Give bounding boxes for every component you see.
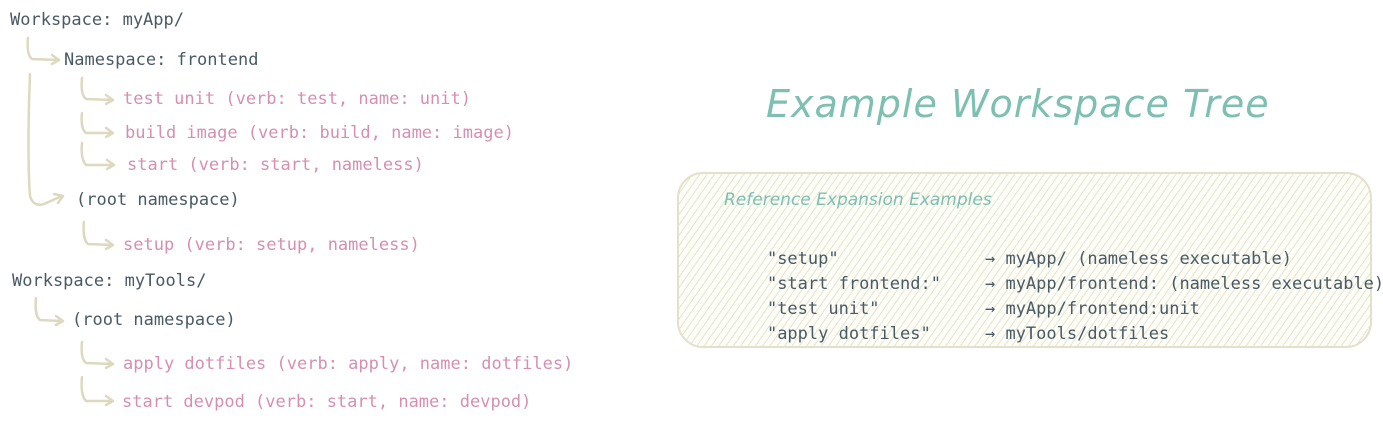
reference-expansion: myApp/frontend:unit — [1005, 299, 1200, 319]
reference-row: "test unit" → myApp/frontend:unit — [726, 279, 1200, 339]
executable-start-devpod: start devpod (verb: start, name: devpod) — [122, 392, 532, 412]
connector-arrow-icon — [80, 340, 115, 370]
workspace-mytools: Workspace: myTools/ — [12, 271, 207, 291]
arrow-icon: → — [984, 249, 996, 269]
connector-arrow-icon — [34, 296, 65, 327]
tree-connectors — [26, 36, 116, 407]
executable-start: start (verb: start, nameless) — [127, 155, 424, 175]
diagram-title: Example Workspace Tree — [766, 82, 1270, 126]
reference-expansion: myApp/ (nameless executable) — [1005, 249, 1293, 269]
reference-string: "test unit" — [766, 299, 880, 319]
connector-arrow-icon — [80, 111, 115, 139]
connector-arrow-icon — [26, 36, 61, 66]
reference-expansion: myTools/dotfiles — [1005, 324, 1170, 344]
namespace-root-myapp: (root namespace) — [76, 190, 240, 210]
reference-row: "setup" → myApp/ (nameless executable) — [726, 229, 1292, 289]
connector-arrow-icon — [82, 220, 115, 251]
reference-expansion-box: Reference Expansion Examples "setup" → my… — [677, 172, 1383, 348]
reference-row: "start frontend:" → myApp/frontend: (name… — [726, 254, 1383, 314]
reference-expansion: myApp/frontend: (nameless executable) — [1005, 274, 1383, 294]
executable-setup: setup (verb: setup, nameless) — [123, 235, 420, 255]
reference-string: "apply dotfiles" — [766, 324, 931, 344]
arrow-icon: → — [984, 274, 996, 294]
connector-arrow-icon — [80, 375, 115, 407]
namespace-frontend: Namespace: frontend — [64, 50, 259, 70]
executable-test-unit: test unit (verb: test, name: unit) — [123, 89, 471, 109]
executable-build-image: build image (verb: build, name: image) — [125, 123, 514, 143]
namespace-root-mytools: (root namespace) — [72, 310, 236, 330]
connector-arrow-icon — [27, 72, 65, 206]
connector-arrow-icon — [80, 76, 115, 106]
arrow-icon: → — [984, 324, 996, 344]
arrow-icon: → — [984, 299, 996, 319]
workspace-myapp: Workspace: myApp/ — [10, 10, 184, 30]
connector-arrow-icon — [80, 141, 116, 171]
reference-row: "apply dotfiles" → myTools/dotfiles — [726, 304, 1169, 364]
executable-apply-dotfiles: apply dotfiles (verb: apply, name: dotfi… — [123, 354, 574, 374]
reference-box-title: Reference Expansion Examples — [724, 190, 992, 210]
reference-string: "setup" — [766, 249, 839, 269]
reference-string: "start frontend:" — [766, 274, 941, 294]
